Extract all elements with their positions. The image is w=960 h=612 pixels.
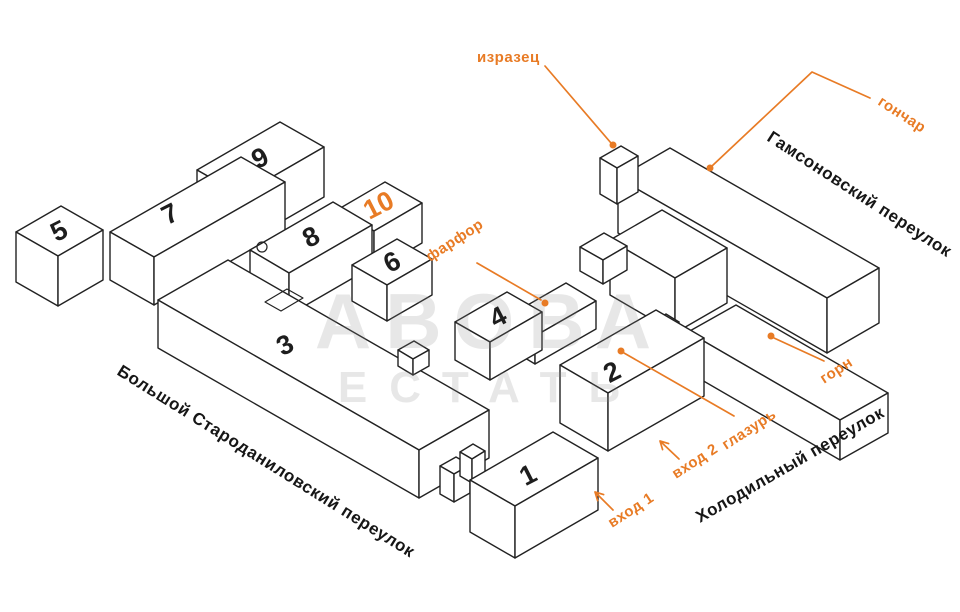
watermark-text-line1: АВОВА	[315, 277, 665, 365]
building-7	[109, 156, 286, 306]
side-right	[386, 258, 433, 322]
watermark-text-line2: ЕСТАТЬ	[338, 363, 642, 412]
glazur-marker-dot	[617, 347, 625, 355]
side-right	[839, 392, 889, 461]
building-6	[351, 238, 433, 322]
courtyard-detail	[256, 241, 268, 253]
tiny-cube	[397, 340, 430, 376]
building-8	[249, 201, 373, 316]
izrazets-label: изразец	[477, 49, 540, 66]
glazur-pointer-line	[623, 352, 735, 417]
watermark: АВОВА ЕСТАТЬ	[315, 277, 665, 412]
gorn-marker-dot	[767, 332, 775, 340]
side-right	[826, 267, 880, 354]
entrance-1-arrow-icon	[594, 491, 614, 511]
entrance-2-arrow-icon	[659, 440, 680, 460]
side-right	[412, 349, 430, 376]
side-right	[418, 409, 490, 499]
annotations	[476, 65, 871, 511]
gonchar-marker-dot	[706, 164, 714, 172]
building-2	[559, 309, 705, 452]
side-right	[674, 247, 728, 334]
side-right	[602, 245, 628, 285]
gamsonovsky-building-south-wing	[687, 304, 889, 461]
side-right	[57, 229, 104, 307]
side-right	[489, 311, 543, 381]
izrazets-pointer-line	[544, 65, 612, 144]
farfor-marker-dot	[541, 299, 549, 307]
building-1	[469, 431, 599, 559]
izrazets-marker-dot	[609, 141, 617, 149]
tiny-cube	[459, 443, 486, 484]
farfor-pointer-line	[476, 262, 542, 301]
side-right	[514, 457, 599, 559]
chimney-block	[599, 145, 639, 205]
building-4	[454, 291, 543, 381]
building-3	[157, 259, 490, 499]
gonchar-pointer-line	[711, 71, 871, 167]
gorn-pointer-line	[773, 337, 825, 362]
roof-notch	[264, 288, 304, 312]
side-right	[607, 337, 705, 452]
side-right	[616, 155, 639, 205]
building-5	[15, 205, 104, 307]
small-block	[579, 232, 628, 285]
